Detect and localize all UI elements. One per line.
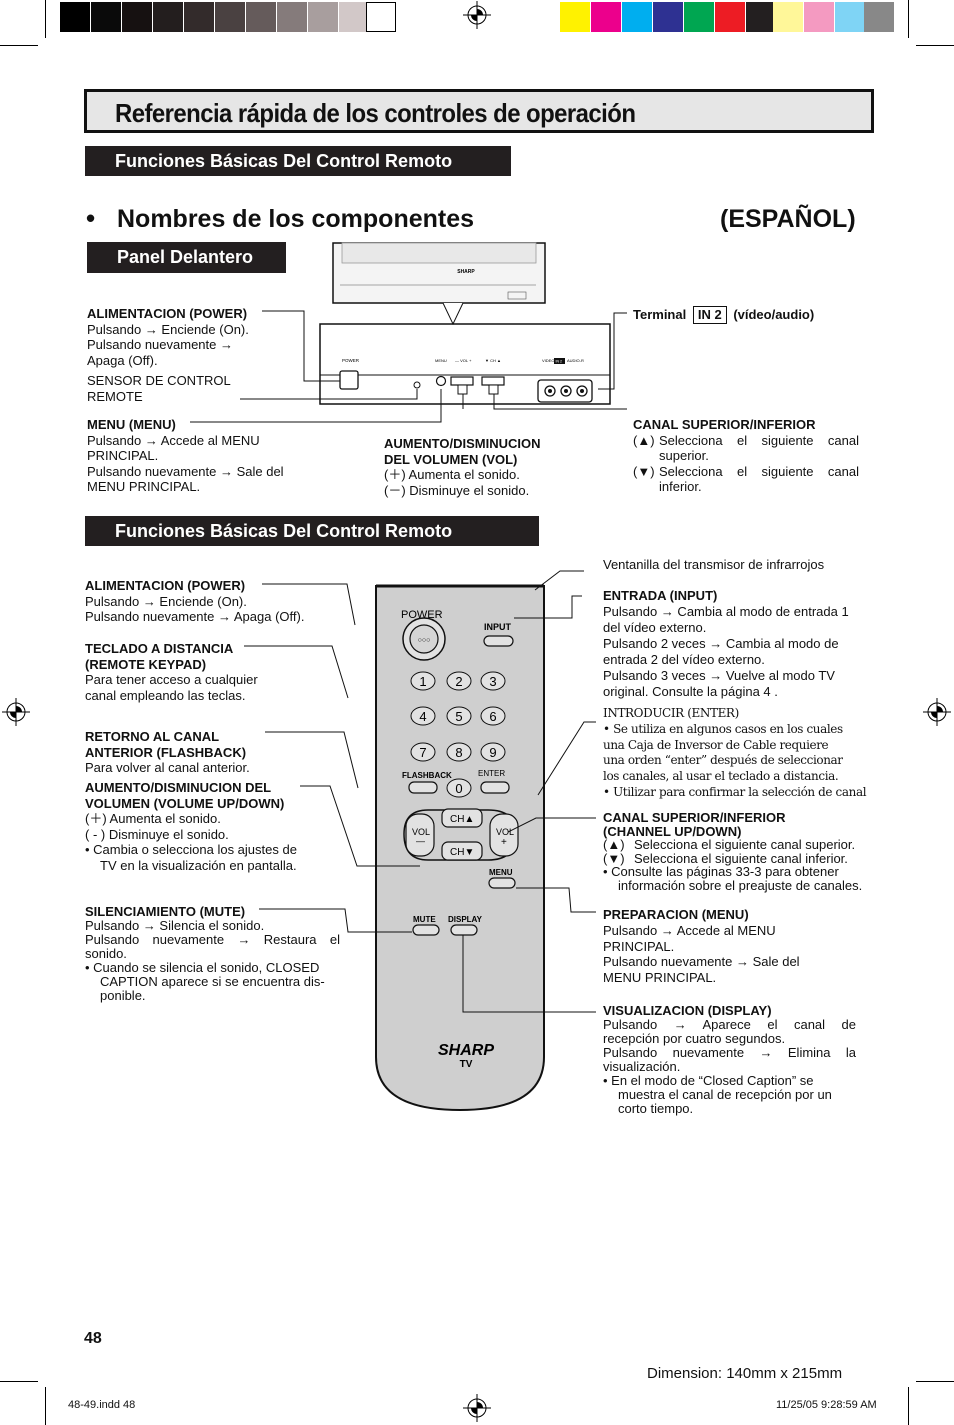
remote-control: POWER ○○○ INPUT 1 2 3 4 5 6 7 8 9 0 FLAS… xyxy=(375,584,545,1112)
svg-text:○○○: ○○○ xyxy=(418,637,431,644)
remote-ch-callout: CANAL SUPERIOR/INFERIOR (CHANNEL UP/DOWN… xyxy=(603,810,863,893)
remote-mute-button xyxy=(412,924,440,936)
key-4: 4 xyxy=(419,709,426,724)
remote-brand: SHARP xyxy=(438,1042,494,1059)
section-bar-1: Funciones Básicas Del Control Remoto xyxy=(85,146,511,176)
svg-text:CH▼: CH▼ xyxy=(450,847,474,858)
tv-menu-label: MENU xyxy=(435,358,447,363)
tv-front-panel: SHARP POWER MENU — VOL + ▼ CH ▲ VIDEO IN… xyxy=(319,242,611,405)
remote-vol-down xyxy=(405,813,435,857)
tv-audio-label: AUDIO-R xyxy=(567,358,584,363)
remote-ch-up xyxy=(441,808,483,828)
section-bar-2: Funciones Básicas Del Control Remoto xyxy=(85,516,539,546)
tv-menu-button xyxy=(435,375,447,387)
main-title-box: Referencia rápida de los controles de op… xyxy=(84,89,874,133)
key-5: 5 xyxy=(455,709,462,724)
remote-enter-label: ENTER xyxy=(478,769,505,778)
svg-text:—: — xyxy=(416,836,425,846)
remote-input-button xyxy=(483,635,514,647)
remote-power-callout: ALIMENTACION (POWER) Pulsando → Enciende… xyxy=(85,578,305,624)
remote-menu-button xyxy=(488,877,516,889)
remote-mute-callout: SILENCIAMIENTO (MUTE) Pulsando → Silenci… xyxy=(85,904,340,1003)
remote-menu-callout: PREPARACION (MENU) Pulsando → Accede al … xyxy=(603,907,800,986)
key-2: 2 xyxy=(455,674,462,689)
tv-power-button xyxy=(339,370,359,390)
remote-display-button xyxy=(450,924,478,936)
svg-text:+: + xyxy=(501,837,507,848)
remote-enter-callout: INTRODUCIR (ENTER) • Se utiliza en algun… xyxy=(603,706,867,799)
remote-keypad: 1 2 3 4 5 6 7 8 9 0 xyxy=(410,671,506,798)
language-label: (ESPAÑOL) xyxy=(720,205,856,233)
remote-enter-button xyxy=(480,781,510,794)
remote-power-label: POWER xyxy=(401,609,443,621)
key-6: 6 xyxy=(489,709,496,724)
remote-keypad-callout: TECLADO A DISTANCIA (REMOTE KEYPAD) Para… xyxy=(85,641,258,703)
svg-text:VOL: VOL xyxy=(412,827,430,837)
front-terminal-callout: Terminal IN 2 (vídeo/audio) xyxy=(633,306,815,324)
key-7: 7 xyxy=(419,745,426,760)
key-9: 9 xyxy=(489,745,496,760)
dimension-note: Dimension: 140mm x 215mm xyxy=(647,1365,843,1382)
page-number: 48 xyxy=(84,1330,102,1347)
key-8: 8 xyxy=(455,745,462,760)
footer-date: 11/25/05 9:28:59 AM xyxy=(776,1399,877,1411)
tv-brand: SHARP xyxy=(457,269,475,275)
key-1: 1 xyxy=(419,674,426,689)
tv-screen xyxy=(341,242,537,264)
key-0: 0 xyxy=(455,781,462,796)
bullet-icon: • xyxy=(86,203,96,233)
remote-input-callout: ENTRADA (INPUT) Pulsando → Cambia al mod… xyxy=(603,588,849,699)
svg-text:VOL: VOL xyxy=(496,827,514,837)
remote-ch-down xyxy=(441,841,483,861)
front-ch-callout: CANAL SUPERIOR/INFERIOR (▲)Selecciona el… xyxy=(633,417,859,494)
remote-brand-sub: TV xyxy=(460,1059,473,1070)
key-3: 3 xyxy=(489,674,496,689)
tv-vol-label: — VOL + xyxy=(455,358,472,363)
remote-flashback-callout: RETORNO AL CANAL ANTERIOR (FLASHBACK) Pa… xyxy=(85,729,250,775)
tv-power-label: POWER xyxy=(342,358,360,363)
remote-flashback-label: FLASHBACK xyxy=(402,771,452,780)
remote-vol-callout: AUMENTO/DISMINUCION DEL VOLUMEN (VOLUME … xyxy=(85,780,297,873)
front-menu-callout: MENU (MENU) Pulsando → Accede al MENU PR… xyxy=(87,417,284,494)
remote-input-label: INPUT xyxy=(484,622,512,632)
front-power-callout: ALIMENTACION (POWER) Pulsando → Enciende… xyxy=(87,306,249,368)
tv-remote-sensor xyxy=(413,381,421,389)
remote-display-label: DISPLAY xyxy=(448,915,483,924)
remote-display-callout: VISUALIZACION (DISPLAY) Pulsando → Apare… xyxy=(603,1003,856,1116)
remote-vol-up xyxy=(489,813,519,857)
front-vol-callout: AUMENTO/DISMINUCION DEL VOLUMEN (VOL) (＋… xyxy=(384,436,541,498)
tv-video-label: VIDEO xyxy=(542,358,554,363)
remote-mute-label: MUTE xyxy=(413,915,436,924)
components-heading: Nombres de los componentes xyxy=(117,205,475,233)
tv-ch-label: ▼ CH ▲ xyxy=(485,358,501,363)
svg-text:CH▲: CH▲ xyxy=(450,814,474,825)
footer-file: 48-49.indd 48 xyxy=(68,1399,136,1411)
remote-flashback-button xyxy=(408,781,438,794)
remote-ir-callout: Ventanilla del transmisor de infrarrojos xyxy=(603,557,825,572)
main-title: Referencia rápida de los controles de op… xyxy=(115,98,636,128)
front-sensor-callout: SENSOR DE CONTROL REMOTE xyxy=(87,373,231,404)
tv-in2-label: IN 2 xyxy=(556,360,562,364)
panel-tag: Panel Delantero xyxy=(87,242,286,273)
remote-menu-label: MENU xyxy=(489,868,513,877)
